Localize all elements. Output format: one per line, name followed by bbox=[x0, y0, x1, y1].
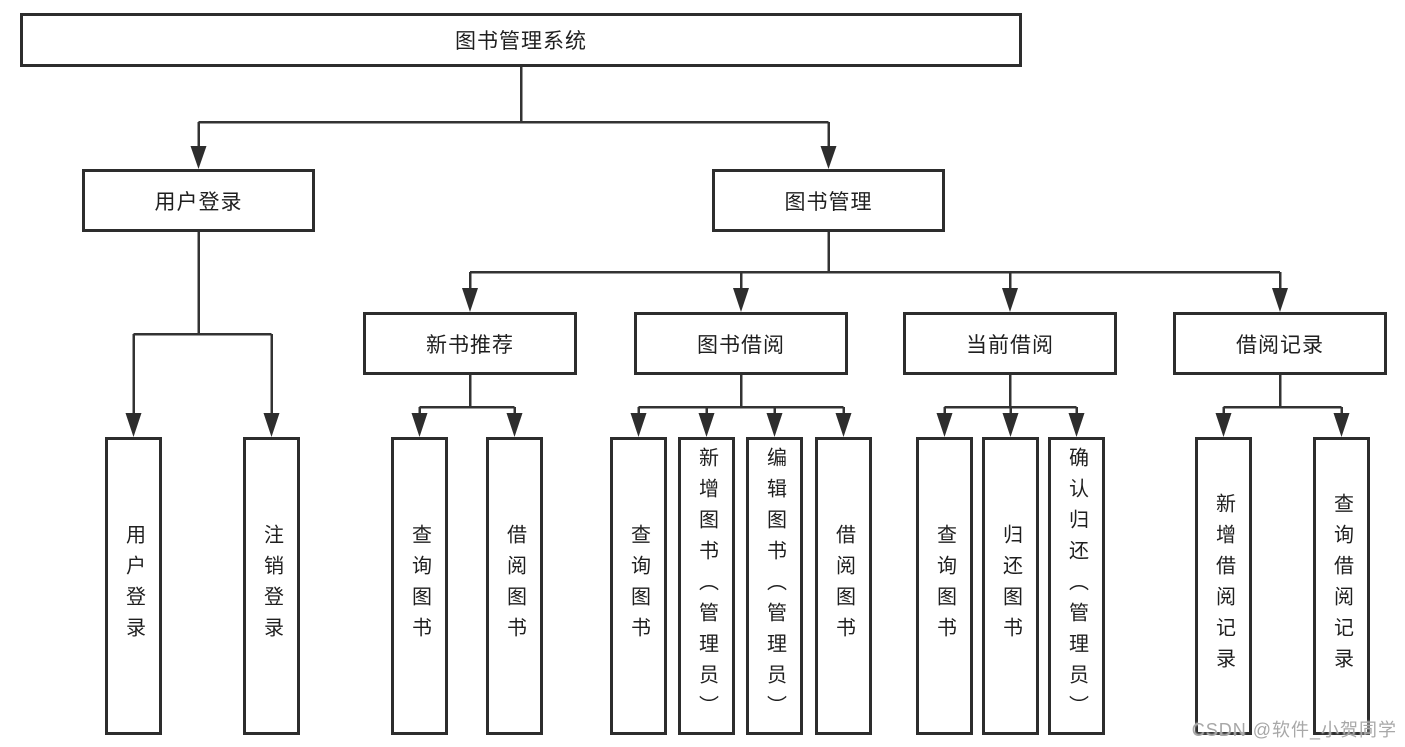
node-new-book-recommend: 新书推荐 bbox=[363, 312, 577, 375]
leaf-add-borrow-record: 新增借阅记录 bbox=[1195, 437, 1252, 735]
leaf-add-book-admin: 新增图书（管理员） bbox=[678, 437, 735, 735]
node-book-borrow: 图书借阅 bbox=[634, 312, 848, 375]
csdn-watermark: CSDN @软件_小贺同学 bbox=[1191, 720, 1397, 740]
arrowhead-icon bbox=[1215, 413, 1232, 437]
node-label: 查询图书 bbox=[933, 524, 956, 648]
arrowhead-icon bbox=[1068, 413, 1085, 437]
node-label: 归还图书 bbox=[999, 524, 1022, 648]
connector-borrow-record-to-leaves bbox=[1222, 375, 1343, 415]
arrowhead-icon bbox=[125, 413, 142, 437]
arrowhead-icon bbox=[1002, 413, 1019, 437]
connector-book-borrow-to-leaves bbox=[637, 375, 845, 415]
node-label: 确认归还（管理员） bbox=[1065, 446, 1088, 726]
leaf-return-book: 归还图书 bbox=[982, 437, 1039, 735]
arrowhead-icon bbox=[1002, 288, 1018, 312]
node-label: 借阅图书 bbox=[832, 524, 855, 648]
node-book-management-branch: 图书管理 bbox=[712, 169, 945, 232]
node-label: 图书管理系统 bbox=[455, 30, 587, 53]
leaf-user-login: 用户登录 bbox=[105, 437, 162, 735]
arrowhead-icon bbox=[263, 413, 280, 437]
arrowhead-icon bbox=[411, 413, 428, 437]
arrowhead-icon bbox=[506, 413, 523, 437]
connector-root-to-level2 bbox=[197, 67, 830, 148]
arrowhead-icon bbox=[733, 288, 749, 312]
connector-book-mgmt-to-level3 bbox=[468, 232, 1282, 290]
node-root-system: 图书管理系统 bbox=[20, 13, 1022, 67]
leaf-edit-book-admin: 编辑图书（管理员） bbox=[746, 437, 803, 735]
node-user-login-branch: 用户登录 bbox=[82, 169, 315, 232]
connector-user-login-to-leaves bbox=[132, 232, 273, 415]
arrowhead-icon bbox=[835, 413, 852, 437]
node-label: 新书推荐 bbox=[426, 333, 514, 357]
leaf-query-books-borrow: 查询图书 bbox=[610, 437, 667, 735]
arrowhead-icon bbox=[820, 146, 837, 169]
arrowhead-icon bbox=[190, 146, 207, 169]
node-label: 新增借阅记录 bbox=[1212, 493, 1235, 679]
node-label: 用户登录 bbox=[122, 524, 145, 648]
node-label: 图书管理 bbox=[784, 190, 873, 214]
leaf-logout: 注销登录 bbox=[243, 437, 300, 735]
node-label: 当前借阅 bbox=[966, 333, 1054, 357]
arrowhead-icon bbox=[936, 413, 953, 437]
node-borrow-record: 借阅记录 bbox=[1173, 312, 1387, 375]
leaf-borrow-book: 借阅图书 bbox=[815, 437, 872, 735]
node-label: 借阅记录 bbox=[1236, 333, 1324, 357]
arrowhead-icon bbox=[766, 413, 783, 437]
node-label: 查询图书 bbox=[627, 524, 650, 648]
node-label: 查询借阅记录 bbox=[1330, 493, 1353, 679]
node-label: 用户登录 bbox=[154, 190, 243, 214]
leaf-query-books-recommend: 查询图书 bbox=[391, 437, 448, 735]
arrowhead-icon bbox=[1333, 413, 1350, 437]
leaf-confirm-return-admin: 确认归还（管理员） bbox=[1048, 437, 1105, 735]
arrowhead-icon bbox=[462, 288, 478, 312]
leaf-query-books-current: 查询图书 bbox=[916, 437, 973, 735]
connector-new-book-to-leaves bbox=[418, 375, 516, 415]
arrowhead-icon bbox=[1272, 288, 1288, 312]
node-label: 注销登录 bbox=[260, 524, 283, 648]
leaf-borrow-books-recommend: 借阅图书 bbox=[486, 437, 543, 735]
node-label: 图书借阅 bbox=[697, 333, 785, 357]
node-current-borrow: 当前借阅 bbox=[903, 312, 1117, 375]
connector-current-borrow-to-leaves bbox=[943, 375, 1078, 415]
node-label: 查询图书 bbox=[408, 524, 431, 648]
arrowhead-icon bbox=[630, 413, 647, 437]
node-label: 新增图书（管理员） bbox=[695, 446, 718, 726]
arrowhead-icon bbox=[698, 413, 715, 437]
leaf-query-borrow-record: 查询借阅记录 bbox=[1313, 437, 1370, 735]
node-label: 借阅图书 bbox=[503, 524, 526, 648]
node-label: 编辑图书（管理员） bbox=[763, 446, 786, 726]
